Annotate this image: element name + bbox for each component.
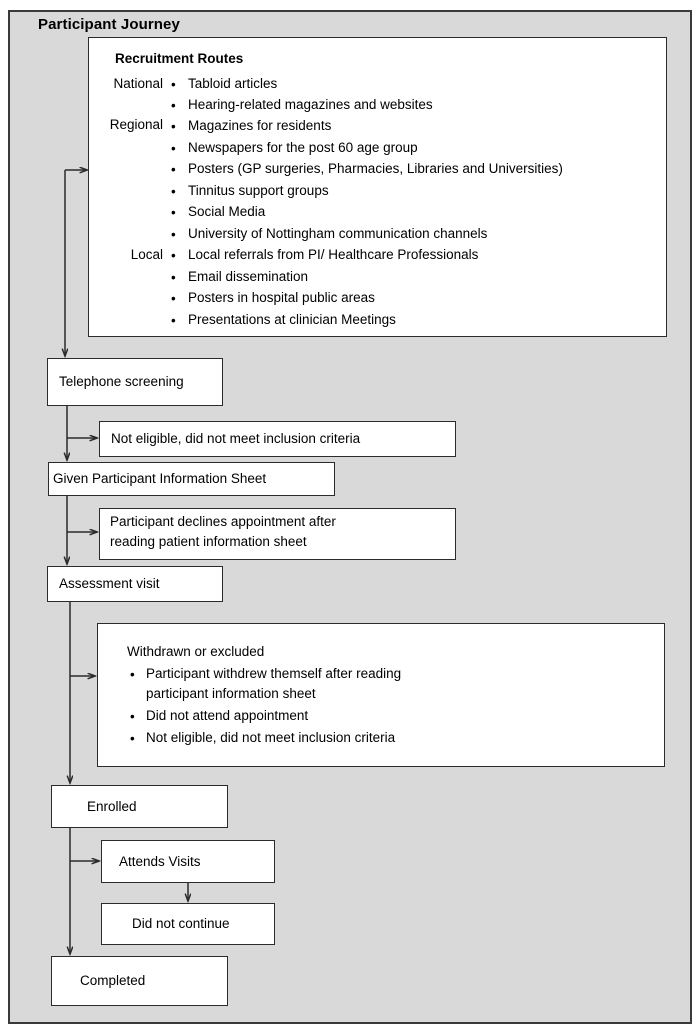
bullet-icon: • — [171, 205, 176, 220]
node-given-participant-information-sheet[interactable] — [48, 462, 335, 496]
bullet-icon: • — [171, 248, 176, 263]
node-assessment-visit[interactable] — [47, 566, 223, 602]
route-group-label-regional: Regional — [109, 117, 163, 132]
route-group-label-national: National — [113, 76, 163, 91]
route-item: Hearing-related magazines and websites — [188, 97, 433, 112]
route-item: University of Nottingham communication c… — [188, 226, 488, 241]
bullet-icon: • — [171, 291, 176, 306]
bullet-icon: • — [171, 184, 176, 199]
recruitment-routes-heading: Recruitment Routes — [115, 51, 244, 66]
node-participant-declines[interactable] — [99, 508, 456, 560]
bullet-icon: • — [130, 709, 135, 724]
route-item: Newspapers for the post 60 age group — [188, 140, 418, 155]
node-attends-visits[interactable] — [101, 840, 275, 883]
bullet-icon: • — [171, 98, 176, 113]
bullet-icon: • — [171, 313, 176, 328]
node-label-participant-declines-line1: Participant declines appointment after — [110, 514, 336, 529]
route-item: Email dissemination — [188, 269, 309, 284]
node-label-attends-visits: Attends Visits — [119, 854, 201, 869]
route-item: Posters in hospital public areas — [188, 290, 375, 305]
recruitment-routes-panel — [88, 37, 667, 337]
bullet-icon: • — [171, 162, 176, 177]
bullet-icon: • — [171, 270, 176, 285]
bullet-icon: • — [171, 141, 176, 156]
node-label-participant-declines-line2: reading patient information sheet — [110, 534, 307, 549]
node-label-telephone-screening: Telephone screening — [59, 374, 184, 389]
node-label-given-participant-information-sheet: Given Participant Information Sheet — [53, 471, 267, 486]
route-group-label-local: Local — [130, 247, 163, 262]
page-title: Participant Journey — [38, 16, 180, 33]
route-item: Presentations at clinician Meetings — [188, 312, 396, 327]
route-item: Posters (GP surgeries, Pharmacies, Libra… — [188, 161, 563, 176]
node-enrolled[interactable] — [51, 785, 228, 828]
node-completed[interactable] — [51, 956, 228, 1006]
withdrawn-bullet-text-cont: participant information sheet — [146, 686, 316, 701]
bullet-icon: • — [130, 667, 135, 682]
bullet-icon: • — [130, 731, 135, 746]
node-label-enrolled: Enrolled — [87, 799, 137, 814]
bullet-icon: • — [171, 77, 176, 92]
withdrawn-bullet-text: Not eligible, did not meet inclusion cri… — [146, 730, 396, 745]
bullet-icon: • — [171, 227, 176, 242]
withdrawn-heading: Withdrawn or excluded — [127, 644, 265, 659]
node-did-not-continue[interactable] — [101, 903, 275, 945]
bullet-icon: • — [171, 119, 176, 134]
route-item: Local referrals from PI/ Healthcare Prof… — [188, 247, 479, 262]
node-label-not-eligible: Not eligible, did not meet inclusion cri… — [111, 431, 361, 446]
withdrawn-bullet-text: Participant withdrew themself after read… — [146, 666, 402, 681]
route-item: Magazines for residents — [188, 118, 332, 133]
node-label-did-not-continue: Did not continue — [132, 916, 230, 931]
route-item: Tabloid articles — [188, 76, 278, 91]
node-withdrawn-or-excluded[interactable] — [97, 623, 665, 767]
route-item: Social Media — [188, 204, 266, 219]
node-label-assessment-visit: Assessment visit — [59, 576, 160, 591]
withdrawn-bullet-text: Did not attend appointment — [146, 708, 309, 723]
node-telephone-screening[interactable] — [47, 358, 223, 406]
node-not-eligible[interactable] — [99, 421, 456, 457]
route-item: Tinnitus support groups — [188, 183, 329, 198]
node-label-completed: Completed — [80, 973, 146, 988]
